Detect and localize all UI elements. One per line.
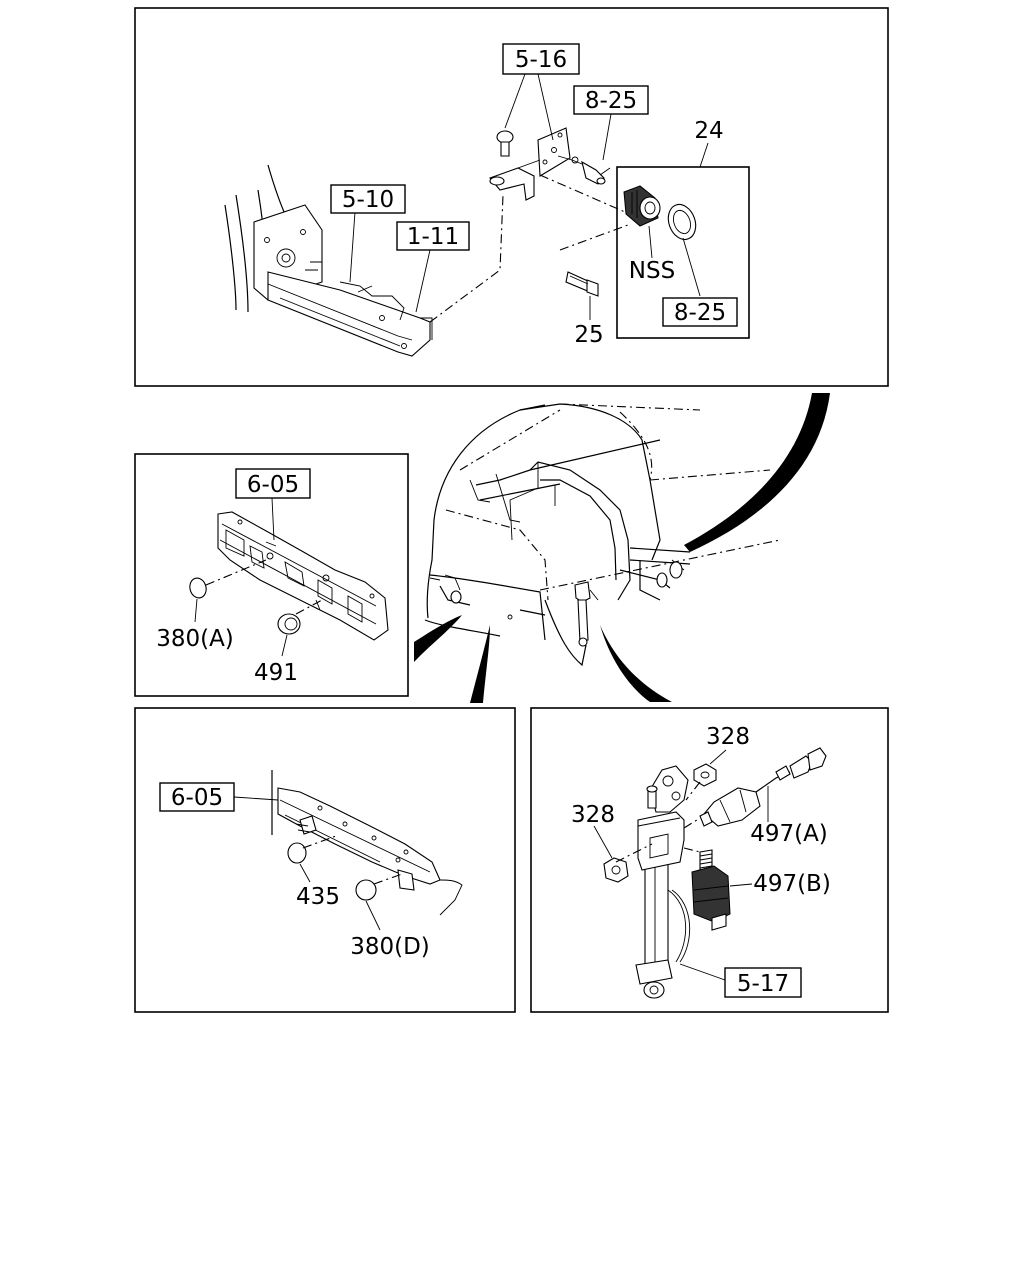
truck-overview-drawing: [424, 403, 781, 667]
ref-label-8-25-top: 8-25: [585, 88, 637, 114]
part-label-497a: 497(A): [750, 821, 828, 847]
part-number-24: 24: [694, 118, 723, 144]
ref-label-8-25-bottom: 8-25: [674, 300, 726, 326]
bottom-left-labels: 6-05 435 380(D): [159, 782, 430, 960]
top-labels: 5-16 8-25 24 5-10 1-11 NSS 8-25 25: [330, 43, 738, 348]
part-label-435: 435: [296, 884, 340, 910]
bottom-right-labels: 328 328 497(A) 497(B) 5-17: [571, 724, 831, 998]
mid-left-labels: 6-05 380(A) 491: [156, 468, 311, 686]
part-number-25: 25: [574, 322, 603, 348]
nss-subgroup-frame: [616, 166, 750, 339]
top-detail-frame: [134, 7, 889, 387]
part-label-328-top: 328: [706, 724, 750, 750]
ref-box-5-16: [502, 43, 580, 75]
ref-box-8-25-top: [573, 85, 649, 115]
ref-label-5-17: 5-17: [737, 971, 789, 997]
ref-box-6-05-mid: [235, 468, 311, 499]
part-label-nss: NSS: [629, 258, 675, 284]
ref-label-1-11: 1-11: [407, 224, 459, 250]
ref-label-5-16: 5-16: [515, 47, 567, 73]
bottom-right-detail-drawing: [593, 747, 827, 999]
callout-arrow-bottom-left: [470, 625, 490, 703]
ref-box-5-17: [724, 967, 802, 998]
mid-left-detail-frame: [134, 453, 409, 697]
callout-arrow-top: [684, 393, 830, 552]
bottom-left-detail-frame: [134, 707, 516, 1013]
ref-box-5-10: [330, 184, 406, 214]
callout-arrow-left: [414, 615, 462, 662]
ref-label-6-05-mid: 6-05: [247, 472, 299, 498]
bottom-right-detail-frame: [530, 707, 889, 1013]
mid-left-detail-drawing: [189, 497, 389, 657]
ref-box-1-11: [396, 221, 470, 251]
ref-label-6-05-bottom: 6-05: [171, 785, 223, 811]
callout-arrow-bottom-right: [600, 625, 672, 702]
top-detail-drawing: [224, 73, 709, 357]
part-label-491: 491: [254, 660, 298, 686]
bottom-left-detail-drawing: [233, 770, 463, 931]
part-label-380a: 380(A): [156, 626, 234, 652]
ref-box-6-05-bottom: [159, 782, 235, 812]
part-label-497b: 497(B): [753, 871, 831, 897]
part-label-380d: 380(D): [350, 934, 430, 960]
ref-label-5-10: 5-10: [342, 187, 394, 213]
ref-box-8-25-bottom: [662, 297, 738, 327]
part-label-328-left: 328: [571, 802, 615, 828]
